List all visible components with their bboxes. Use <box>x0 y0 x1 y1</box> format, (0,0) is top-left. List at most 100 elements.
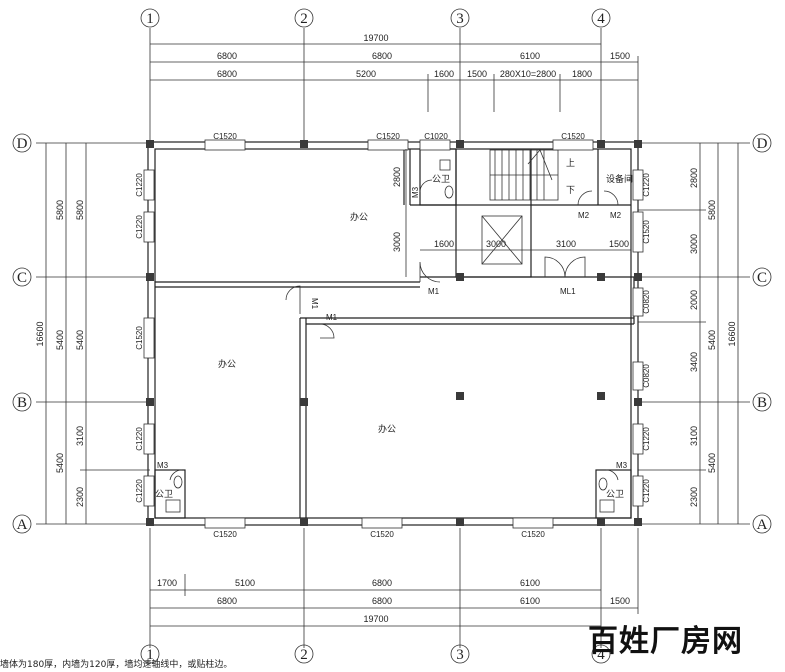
room-label-wc-bottom-right: 公卫 <box>606 489 624 500</box>
axis-bubbles: 1 2 3 4 1 2 3 4 D C B A D C B A <box>12 8 772 664</box>
dim-right-inner-d: 3400 <box>689 352 699 372</box>
dim-bottom-r2-b: 6800 <box>372 596 392 606</box>
door-label-m1-c: M1 <box>326 313 338 322</box>
dim-bottom-r1-b: 5100 <box>235 578 255 588</box>
window-left-1: C1220 <box>135 173 144 197</box>
dim-right-inner-c: 2000 <box>689 290 699 310</box>
window-right-6: C1220 <box>642 479 651 503</box>
dim-interior-h1600: 1600 <box>434 239 454 249</box>
axis-bubble-left-c: C <box>12 267 32 287</box>
dim-right-mid-a: 5800 <box>707 200 717 220</box>
stair-up-label: 上 <box>566 158 575 169</box>
window-right-3: C0820 <box>642 290 651 314</box>
windows-left: C1220 C1220 C1520 C1220 C1220 <box>135 169 155 507</box>
svg-text:D: D <box>757 136 768 152</box>
svg-text:A: A <box>757 517 768 533</box>
window-top-1: C1520 <box>213 132 237 141</box>
axis-bubble-right-b: B <box>752 392 772 412</box>
room-label-office-left: 办公 <box>218 358 236 370</box>
axis-bubble-right-c: C <box>752 267 772 287</box>
dim-right-outer: 16600 <box>727 321 737 346</box>
room-label-wc-bottom-left: 公卫 <box>155 489 173 500</box>
dim-top-r2-f: 1800 <box>572 69 592 79</box>
svg-text:D: D <box>17 136 28 152</box>
svg-text:1: 1 <box>146 11 154 27</box>
dim-top-r2-d: 1500 <box>467 69 487 79</box>
dim-left-outer: 16600 <box>35 321 45 346</box>
svg-text:1: 1 <box>146 647 154 663</box>
window-top-3: C1020 <box>424 132 448 141</box>
top-dimensions: 19700 6800 6800 6100 1500 6800 5200 1600… <box>150 33 639 140</box>
svg-text:4: 4 <box>597 647 605 663</box>
window-right-4: C0820 <box>642 364 651 388</box>
dim-left-inner-c: 3100 <box>75 426 85 446</box>
interior-dimension-lines <box>405 149 631 277</box>
axis-bubble-bottom-1: 1 <box>140 644 160 664</box>
axis-bubble-left-a: A <box>12 514 32 534</box>
dim-top-total: 19700 <box>363 33 388 43</box>
axis-bubble-left-d: D <box>12 133 32 153</box>
dim-right-inner-f: 2300 <box>689 487 699 507</box>
window-bottom-2: C1520 <box>370 530 394 539</box>
dim-top-r1-d: 1500 <box>610 51 630 61</box>
bottom-dimensions: 1700 5100 6800 6100 6800 6800 6100 1500 … <box>150 528 639 627</box>
svg-text:C: C <box>17 270 27 286</box>
axis-bubble-right-a: A <box>752 514 772 534</box>
dim-left-inner-d: 2300 <box>75 487 85 507</box>
door-label-m1-a: M1 <box>428 287 440 296</box>
dim-bottom-total: 19700 <box>363 614 388 624</box>
dim-bottom-r2-c: 6100 <box>520 596 540 606</box>
svg-text:2: 2 <box>300 647 308 663</box>
dim-top-r1-c: 6100 <box>520 51 540 61</box>
svg-text:2: 2 <box>300 11 308 27</box>
dim-bottom-r2-a: 6800 <box>217 596 237 606</box>
dim-bottom-r1-c: 6800 <box>372 578 392 588</box>
svg-text:4: 4 <box>597 11 605 27</box>
window-right-1: C1220 <box>642 173 651 197</box>
svg-text:A: A <box>17 517 28 533</box>
dim-right-mid-c: 5400 <box>707 453 717 473</box>
axis-bubble-right-d: D <box>752 133 772 153</box>
svg-text:B: B <box>757 395 767 411</box>
dim-right-inner-a: 2800 <box>689 168 699 188</box>
dim-left-mid-b: 5400 <box>55 330 65 350</box>
door-label-m3-a: M3 <box>411 186 420 198</box>
axis-grid-lines <box>36 28 750 648</box>
window-bottom-3: C1520 <box>521 530 545 539</box>
axis-bubble-top-2: 2 <box>294 8 314 28</box>
room-label-office-top: 办公 <box>350 211 368 223</box>
windows-top: C1520 C1520 C1020 C1520 <box>204 132 594 151</box>
dim-interior-v3000: 3000 <box>392 232 402 252</box>
dim-top-r1-b: 6800 <box>372 51 392 61</box>
dim-right-mid-b: 5400 <box>707 330 717 350</box>
window-left-4: C1220 <box>135 427 144 451</box>
columns <box>146 140 642 526</box>
axis-bubble-top-1: 1 <box>140 8 160 28</box>
door-label-m3-b: M3 <box>157 461 169 470</box>
windows-bottom: C1520 C1520 C1520 <box>204 517 554 539</box>
window-left-2: C1220 <box>135 215 144 239</box>
door-label-m1-b: M1 <box>310 298 319 310</box>
dim-right-inner-b: 3000 <box>689 234 699 254</box>
window-left-5: C1220 <box>135 479 144 503</box>
dim-top-r2-c: 1600 <box>434 69 454 79</box>
windows-right: C1220 C1520 C0820 C0820 C1220 C1220 <box>632 169 651 507</box>
dim-interior-h3100: 3100 <box>556 239 576 249</box>
right-dimensions: 2800 3000 2000 3400 3100 2300 5800 5400 … <box>638 143 739 524</box>
window-right-5: C1220 <box>642 427 651 451</box>
room-label-wc-top: 公卫 <box>432 174 450 185</box>
dim-bottom-r2-d: 1500 <box>610 596 630 606</box>
door-label-m2-b: M2 <box>610 211 622 220</box>
axis-bubble-bottom-3: 3 <box>450 644 470 664</box>
room-label-office-main: 办公 <box>378 423 396 435</box>
dim-left-inner-a: 5800 <box>75 200 85 220</box>
dim-bottom-r1-a: 1700 <box>157 578 177 588</box>
window-bottom-1: C1520 <box>213 530 237 539</box>
door-label-ml1: ML1 <box>560 287 576 296</box>
stair-flights <box>489 149 559 201</box>
dim-top-r2-b: 5200 <box>356 69 376 79</box>
axis-bubble-bottom-4: 4 <box>591 644 611 664</box>
dim-top-r2-e: 280X10=2800 <box>500 69 556 79</box>
interior-walls <box>154 148 635 519</box>
door-swings <box>169 179 619 481</box>
